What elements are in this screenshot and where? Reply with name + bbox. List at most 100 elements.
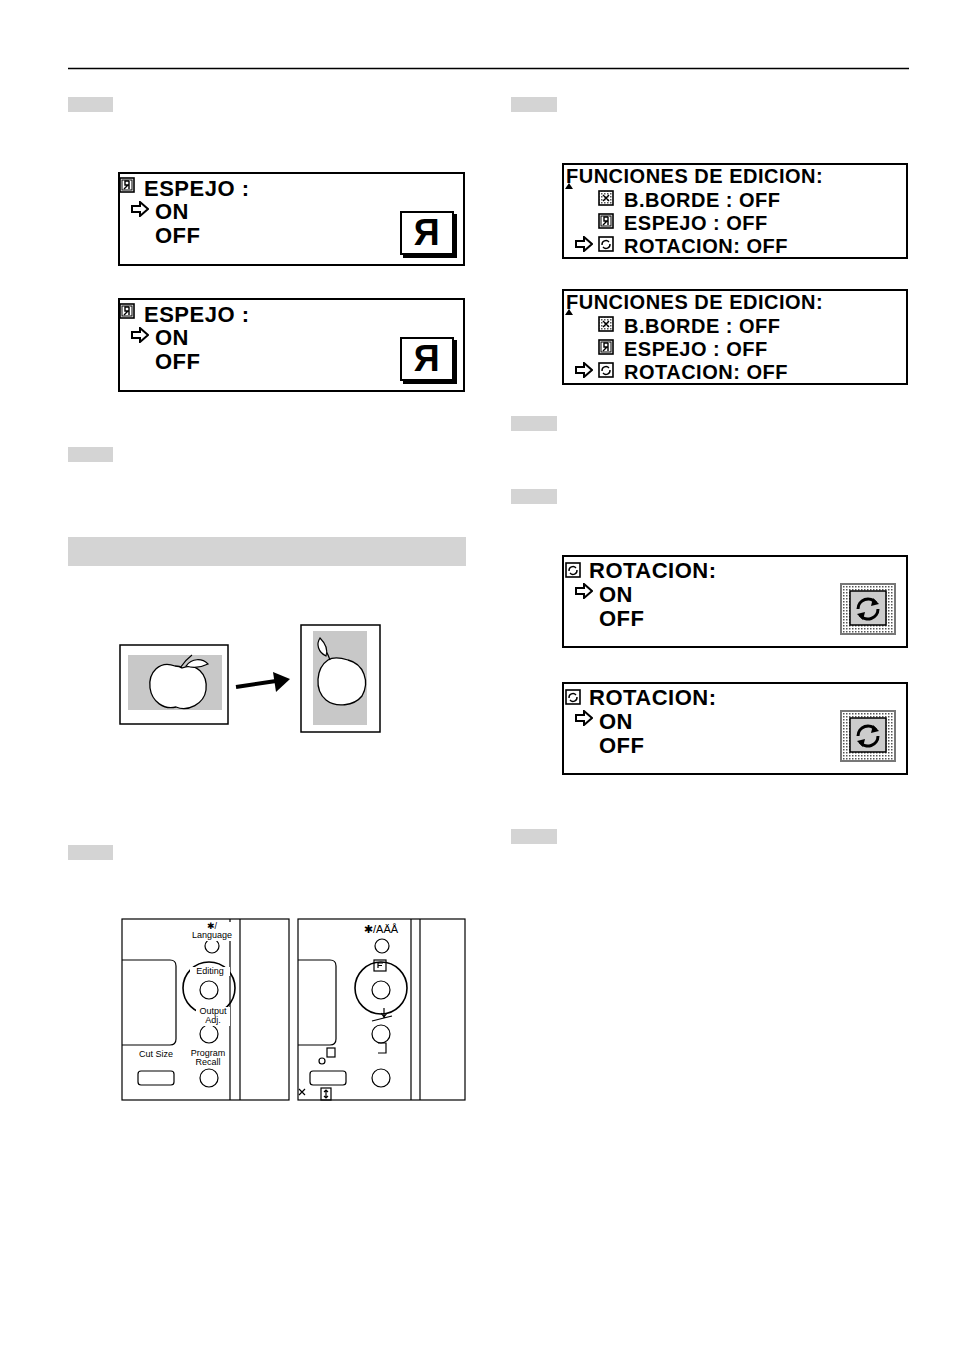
control-panel-part [372,1069,390,1087]
screen-text: ON [155,327,189,349]
lcd-screen: FUNCIONES DE EDICION:B.BORDE : OFFESPEJO… [562,163,908,259]
control-panel-part [378,963,383,968]
screen-text: ROTACION: OFF [624,362,788,382]
screen-icons-part [841,711,895,761]
screen-icons-part [599,363,613,377]
screen-text: FUNCIONES DE EDICION: [566,292,823,312]
screen-text: OFF [155,225,201,247]
lcd-screen: ROTACION:ONOFF [562,555,908,648]
control-panel-part [375,939,389,953]
screen-text: ROTACION: OFF [624,236,788,256]
screen-text: OFF [599,608,645,630]
screen-arrows-part [576,584,592,598]
button-label: ✱/AÄÅ [356,924,406,936]
screen-text: OFF [155,351,201,373]
step-tab-part [68,845,113,860]
screen-icons-part [599,317,613,331]
control-panel-part [299,1089,305,1095]
control-panel-part [355,962,407,1014]
control-panel-part [200,1025,218,1043]
lcd-screen: ESPEJO :ONOFF Я [118,172,465,266]
screen-icons-part [566,690,580,704]
button-label: Program Recall [188,1049,228,1068]
control-panel-part [138,1071,174,1085]
control-panel-part [298,960,336,1045]
screen-text: ESPEJO : [144,304,249,326]
control-panel-part [310,1071,346,1085]
lcd-screen: FUNCIONES DE EDICION:B.BORDE : OFFESPEJO… [562,289,908,385]
rotation-illustration-part [313,631,367,725]
mirror-icon: Я [400,211,454,255]
rotation-illustration-part [128,655,222,710]
control-panel [122,919,465,1100]
section-band-part [68,537,466,566]
header-rule-part [68,68,909,70]
step-tab-part [68,97,113,112]
rotation-illustration-part [236,681,276,687]
screen-icons-part [599,214,613,228]
screen-text: OFF [599,735,645,757]
lcd-screen: ROTACION:ONOFF [562,682,908,775]
control-panel-part [372,981,390,999]
control-panel-part [372,1008,392,1021]
lcd-screen: ESPEJO :ONOFF Я [118,298,465,392]
screen-icons-part [566,563,580,577]
screen-text: ON [599,711,633,733]
control-panel-part [239,919,240,1100]
button-label: Editing [190,967,230,976]
control-panel-part [122,960,176,1045]
screen-arrows-part [576,237,592,251]
control-panel-part [205,939,219,953]
control-panel-part [378,1043,386,1053]
step-tab-part [511,97,557,112]
step-tab-part [511,489,557,504]
control-panel-part [324,1090,328,1098]
rotation-illustration [120,625,380,732]
screen-text: B.BORDE : OFF [624,190,781,210]
screen-text: ON [599,584,633,606]
control-panel-part [327,1048,335,1057]
control-panel-part [321,1088,331,1100]
control-panel-part [372,1025,390,1043]
screen-text: ROTACION: [589,687,717,709]
control-panel-part [200,1069,218,1087]
control-panel-part [122,919,289,1100]
screen-text: FUNCIONES DE EDICION: [566,166,823,186]
rotation-illustration-part [186,660,208,668]
button-label: Output Adj. [196,1007,230,1026]
screen-icons-part [599,340,613,354]
screen-arrows-part [576,711,592,725]
step-tab-part [511,829,557,844]
mirror-icon: Я [400,337,454,381]
rotation-illustration-part [273,672,290,692]
rotation-illustration-part [301,625,380,732]
control-panel-part [410,919,411,1100]
screen-icons-part [599,237,613,251]
step-tab [68,97,557,860]
step-tab-part [511,416,557,431]
control-panel-part [419,919,420,1100]
screen-icons-part [120,304,134,318]
section-band [68,537,466,566]
button-label: Cut Size [137,1050,175,1059]
screen-icons-part [841,584,895,634]
screen-text: ESPEJO : OFF [624,339,768,359]
rotation-illustration-part [318,638,327,656]
screen-text: ON [155,201,189,223]
control-panel-part [374,960,386,971]
rotation-illustration-part [318,658,366,705]
rotation-illustration-part [150,664,206,708]
screen-icons-part [599,191,613,205]
button-label: ✱/ Language [190,922,234,941]
rotation-illustration-part [120,645,228,724]
screen-text: ESPEJO : [144,178,249,200]
step-tab-part [68,447,113,462]
control-panel-part [298,919,465,1100]
control-panel-part [319,1058,325,1064]
control-panel-part [200,981,218,999]
screen-arrows-part [132,328,148,342]
screen-icons-part [120,178,134,192]
screen-text: ROTACION: [589,560,717,582]
